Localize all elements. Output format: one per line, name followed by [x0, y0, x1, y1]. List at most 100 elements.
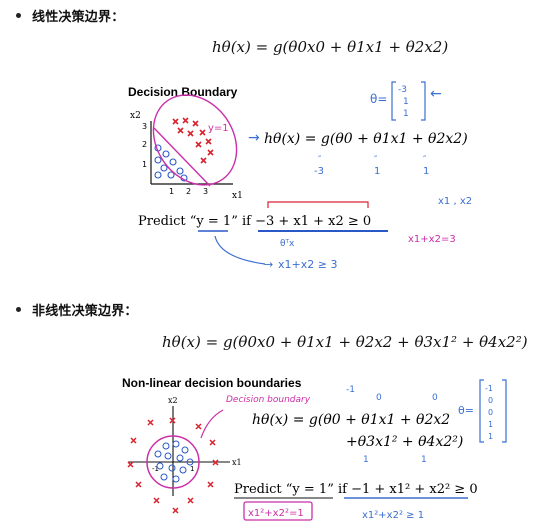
marker-o — [160, 164, 168, 172]
theta-symbol: θ= — [458, 404, 474, 417]
marker-x — [172, 507, 179, 514]
positive-markers — [172, 117, 214, 164]
bullet-label: 线性决策边界： — [32, 10, 125, 25]
theta-vector-brackets — [391, 81, 426, 121]
marker-x — [187, 497, 194, 504]
decision-boundary-circle — [146, 435, 200, 489]
plot-axes — [150, 121, 233, 185]
axis-label-x2: x2 — [130, 111, 141, 121]
axis-label-x2: x2 — [168, 396, 178, 405]
marker-x — [192, 120, 199, 127]
theta-vec-2: 1 — [403, 109, 409, 119]
inequality-note-2: x1²+x2² ≥ 1 — [362, 510, 424, 521]
marker-o — [169, 158, 177, 166]
marker-x — [172, 118, 179, 125]
negative-markers-2 — [154, 440, 194, 483]
marker-x — [207, 481, 214, 488]
predict-statement: Predict “y = 1” if −3 + x1 + x2 ≥ 0 — [138, 214, 371, 229]
bullet-dot — [16, 307, 21, 312]
marker-x — [147, 419, 154, 426]
slide-nonlinear-boundaries: Non-linear decision boundaries x2 x1 -1 … — [118, 370, 538, 525]
decision-boundary-note: Decision boundary — [226, 395, 311, 405]
param-ticks: ″ — [423, 155, 427, 165]
negative-markers — [154, 144, 188, 182]
marker-o — [172, 440, 180, 448]
x-tick-2: 2 — [186, 187, 191, 196]
theta-vector-brackets — [479, 379, 507, 443]
plot-axes-2 — [128, 406, 230, 496]
theta-vec-1: 1 — [403, 97, 409, 107]
marker-x — [200, 157, 207, 164]
marker-x — [187, 130, 194, 137]
bullet-linear: 线性决策边界： — [8, 6, 124, 25]
slide-canvas: Decision Boundary x2 x1 1 2 3 1 2 3 — [128, 81, 472, 271]
x-tick-3: 3 — [203, 187, 208, 196]
hypothesis-line2: +θ3x1² + θ4x2²) — [346, 434, 463, 450]
marker-o — [186, 458, 194, 466]
param-theta1: 1 — [374, 166, 380, 177]
marker-x — [207, 149, 214, 156]
marker-o — [179, 466, 187, 474]
marker-x — [153, 497, 160, 504]
slide-title-2: Non-linear decision boundaries — [122, 376, 302, 390]
axis-label-x1: x1 — [232, 458, 242, 467]
arrow-head-icon: → — [264, 258, 273, 271]
formula-linear: hθ(x) = g(θ0x0 + θ1x1 + θ2x2) — [212, 38, 449, 56]
features-note: x1 , x2 — [438, 196, 472, 207]
hypothesis-line1: hθ(x) = g(θ0 + θ1x1 + θ2x2 — [252, 412, 450, 428]
bullet-dot — [16, 13, 21, 18]
marker-o — [176, 454, 184, 462]
theta-vec-0: -1 — [485, 384, 493, 393]
theta-vec-0: -3 — [398, 85, 407, 95]
circle-eq-box — [243, 501, 313, 521]
axis-label-x1: x1 — [232, 191, 243, 201]
marker-x — [130, 437, 137, 444]
marker-o — [154, 450, 162, 458]
hypothesis-text: hθ(x) = g(θ0 + θ1x1 + θ2x2) — [264, 131, 468, 147]
marker-o — [162, 150, 170, 158]
inequality-note: x1+x2 ≥ 3 — [278, 258, 337, 271]
red-bracket — [267, 201, 369, 208]
arrow-to-hyp: → — [248, 130, 260, 146]
param-theta1: 0 — [376, 393, 382, 403]
marker-x — [195, 423, 202, 430]
y1-region-outline — [152, 94, 238, 186]
param-ticks: ″ — [374, 155, 378, 165]
marker-o — [160, 473, 168, 481]
marker-o — [181, 446, 189, 454]
marker-o — [154, 171, 162, 179]
decision-boundary-arrow — [200, 409, 224, 439]
boundary-equation: x1+x2=3 — [408, 234, 456, 245]
param-theta3: 1 — [363, 455, 369, 465]
theta-vec-1: 0 — [488, 396, 493, 405]
param-ticks: ″ — [318, 155, 322, 165]
arrow-curve — [214, 235, 266, 265]
param-theta0: -3 — [314, 166, 324, 177]
arrow-left-icon: ← — [430, 86, 442, 102]
param-theta0: -1 — [346, 385, 355, 395]
y-tick-3: 3 — [142, 122, 147, 131]
theta-transpose-x: θᵀx — [280, 239, 295, 249]
x-tick-1: 1 — [169, 187, 174, 196]
param-theta4: 1 — [421, 455, 427, 465]
slide-canvas-2: Non-linear decision boundaries x2 x1 -1 … — [122, 376, 507, 521]
tick-neg: -1 — [152, 465, 159, 473]
theta-vec-2: 0 — [488, 408, 493, 417]
marker-x — [177, 127, 184, 134]
marker-o — [168, 464, 176, 472]
bullet-label: 非线性决策边界： — [32, 304, 138, 319]
marker-x — [135, 481, 142, 488]
marker-x — [199, 129, 206, 136]
theta-vec-3: 1 — [488, 420, 493, 429]
param-theta2: 0 — [432, 393, 438, 403]
param-theta2: 1 — [423, 166, 429, 177]
marker-o — [172, 475, 180, 483]
slide-title: Decision Boundary — [128, 85, 238, 99]
marker-o — [167, 171, 175, 179]
marker-o — [162, 442, 170, 450]
marker-x — [205, 138, 212, 145]
y1-region-label: y=1 — [208, 123, 229, 134]
marker-x — [195, 141, 202, 148]
positive-markers-2 — [127, 417, 219, 514]
y-tick-1: 1 — [142, 160, 147, 169]
